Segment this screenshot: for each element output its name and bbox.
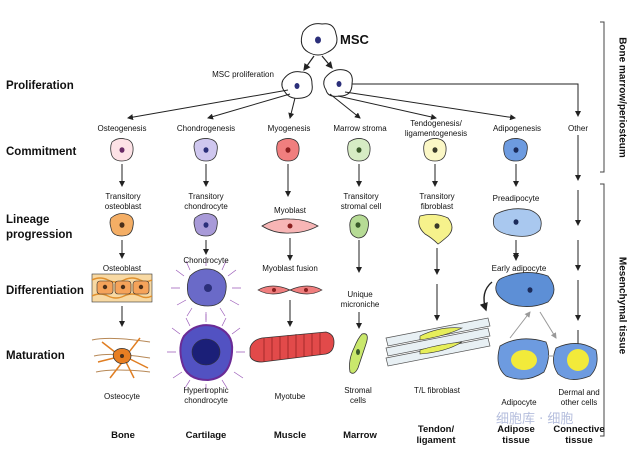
tissue-muscle: Muscle xyxy=(273,430,307,441)
label-chondrocyte: Chondrocyte xyxy=(183,256,229,265)
label-transitory-fibroblast: Transitory fibroblast xyxy=(419,192,455,211)
differentiation-bone-layer xyxy=(91,273,153,303)
maturation-muscle-myotube xyxy=(249,331,335,363)
label-transitory-osteoblast: Transitory osteoblast xyxy=(104,192,142,211)
lineage-cell-cartilage xyxy=(193,213,218,237)
tissue-cartilage: Cartilage xyxy=(185,430,227,441)
lineage-cell-bone xyxy=(109,213,134,237)
label-transitory-chondrocyte: Transitory chondrocyte xyxy=(184,192,228,211)
label-adipocyte: Adipocyte xyxy=(501,398,537,407)
differentiation-muscle-cells xyxy=(257,285,323,295)
label-osteoblast: Osteoblast xyxy=(102,264,142,273)
label-unique-microniche: Unique microniche xyxy=(340,290,380,309)
label-stromal-cells: Stromal cells xyxy=(344,386,372,405)
maturation-cartilage-hypertrophic xyxy=(167,314,245,392)
commitment-cell-tendon xyxy=(423,138,447,162)
differentiation-adipose-cell xyxy=(479,272,555,312)
lineage-cell-marrow xyxy=(349,214,369,239)
stage-proliferation: Proliferation xyxy=(6,80,74,92)
label-other: Other xyxy=(567,124,588,133)
commitment-cell-cartilage xyxy=(193,138,218,162)
commitment-cell-marrow xyxy=(347,138,371,162)
commitment-cell-muscle xyxy=(276,138,300,162)
lineage-cell-adipose xyxy=(492,208,542,237)
label-osteocyte: Osteocyte xyxy=(103,392,140,401)
maturation-marrow-stromal xyxy=(349,333,368,374)
commitment-cell-bone xyxy=(110,138,134,162)
maturation-tendon-fibroblast xyxy=(385,317,491,367)
tissue-tendon-ligament: Tendon/ ligament xyxy=(416,424,456,446)
tissue-bone: Bone xyxy=(111,430,135,441)
label-dermal-other: Dermal and other cells xyxy=(558,388,600,407)
label-early-adipocyte: Early adipocyte xyxy=(491,264,547,273)
label-myogenesis: Myogenesis xyxy=(267,124,311,133)
stage-differentiation: Differentiation xyxy=(6,285,84,297)
label-preadipocyte: Preadipocyte xyxy=(492,194,540,203)
branch-arrows xyxy=(127,83,581,121)
label-myoblast: Myoblast xyxy=(273,206,306,215)
lineage-cell-muscle xyxy=(261,218,319,234)
label-tl-fibroblast: T/L fibroblast xyxy=(414,386,460,395)
msc-cell-top xyxy=(300,23,338,56)
label-osteogenesis: Osteogenesis xyxy=(97,124,147,133)
msc-title: MSC xyxy=(340,32,369,47)
maturation-adipocytes xyxy=(497,311,598,380)
watermark: 细胞库 · 细胞 xyxy=(496,412,574,427)
arrows-commitment xyxy=(119,135,581,376)
maturation-bone-osteocyte xyxy=(91,337,151,379)
tissue-connective: Connective tissue xyxy=(553,424,605,446)
side-label-bone-marrow: Bone marrow/periosteum xyxy=(616,37,628,158)
stage-lineage-progression: Lineage progression xyxy=(6,214,73,241)
differentiation-cartilage-cell xyxy=(171,258,241,320)
msc-proliferation-label: MSC proliferation xyxy=(212,70,274,79)
side-brackets xyxy=(600,21,605,437)
arrows-differentiation xyxy=(119,244,519,329)
label-adipogenesis: Adipogenesis xyxy=(492,124,542,133)
stage-maturation: Maturation xyxy=(6,350,65,362)
label-hypertrophic-chondrocyte: Hypertrophic chondrocyte xyxy=(183,386,229,405)
tissue-marrow: Marrow xyxy=(343,430,377,441)
label-marrow-stroma: Marrow stroma xyxy=(333,124,387,133)
label-chondrogenesis: Chondrogenesis xyxy=(176,124,236,133)
side-label-mesenchymal: Mesenchymal tissue xyxy=(616,256,628,355)
tissue-adipose: Adipose tissue xyxy=(497,424,535,446)
label-myotube: Myotube xyxy=(274,392,306,401)
lineage-cell-tendon xyxy=(418,214,453,245)
label-myoblast-fusion: Myoblast fusion xyxy=(262,264,318,273)
stage-commitment: Commitment xyxy=(6,146,77,158)
label-tendogenesis: Tendogenesis/ ligamentogenesis xyxy=(404,119,468,138)
commitment-cell-adipose xyxy=(503,138,528,162)
label-transitory-stromal: Transitory stromal cell xyxy=(340,192,382,211)
